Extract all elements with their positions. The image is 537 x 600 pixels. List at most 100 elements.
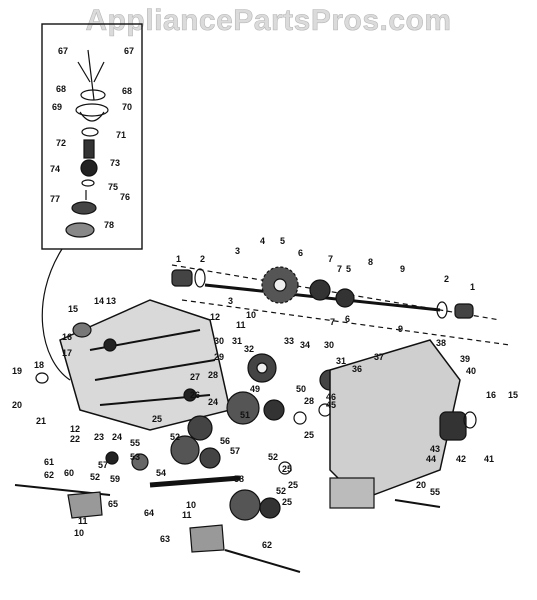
callout-center-57a: 57 (230, 446, 240, 456)
callout-75: 75 (108, 182, 118, 192)
callout-right-42: 42 (456, 454, 466, 464)
callout-shaft-3b: 3 (228, 296, 233, 306)
lower-bracket (189, 524, 225, 553)
lower-output-shaft (224, 549, 301, 573)
callout-right-40: 40 (466, 366, 476, 376)
callout-73: 73 (110, 158, 120, 168)
callout-center-49: 49 (250, 384, 260, 394)
callout-right-38: 38 (436, 338, 446, 348)
callout-shaft-6b: 6 (345, 314, 350, 324)
callout-center-62a: 62 (262, 540, 272, 550)
callout-center-34: 34 (300, 340, 310, 350)
callout-center-24a: 24 (208, 397, 218, 407)
callout-74: 74 (50, 164, 60, 174)
callout-center-24b: 24 (112, 432, 122, 442)
callout-shaft-7c: 7 (330, 317, 335, 327)
callout-left-18: 18 (34, 360, 44, 370)
center-gear-cluster (105, 353, 341, 521)
callout-center-64: 64 (144, 508, 154, 518)
callout-center-25a: 25 (152, 414, 162, 424)
callout-center-52c: 52 (90, 472, 100, 482)
callout-67b: 67 (124, 46, 134, 56)
callout-left-15: 15 (68, 304, 78, 314)
callout-right-44: 44 (426, 454, 436, 464)
callout-left-20: 20 (12, 400, 22, 410)
inset-frame (41, 23, 143, 250)
right-transmission-case (329, 339, 477, 509)
callout-center-54: 54 (156, 468, 166, 478)
callout-center-11b: 11 (78, 516, 88, 526)
callout-center-28a: 28 (208, 370, 218, 380)
callout-left-13: 13 (106, 296, 116, 306)
left-transmission-case (35, 299, 231, 431)
callout-shaft-9a: 9 (400, 264, 405, 274)
callout-center-55: 55 (130, 438, 140, 448)
callout-center-32: 32 (244, 344, 254, 354)
callout-center-36: 36 (352, 364, 362, 374)
callout-center-58: 58 (234, 474, 244, 484)
callout-shaft-9b: 9 (398, 324, 403, 334)
callout-center-59: 59 (110, 474, 120, 484)
callout-right-41: 41 (484, 454, 494, 464)
callout-left-14: 14 (94, 296, 104, 306)
callout-center-53: 53 (130, 452, 140, 462)
callout-center-52d: 52 (276, 486, 286, 496)
callout-center-52a: 52 (170, 432, 180, 442)
callout-left-12b: 12 (70, 424, 80, 434)
callout-center-63: 63 (160, 534, 170, 544)
callout-77: 77 (50, 194, 60, 204)
callout-shaft-1b: 1 (470, 282, 475, 292)
callout-left-22: 22 (70, 434, 80, 444)
callout-center-50: 50 (296, 384, 306, 394)
callout-right-37: 37 (374, 352, 384, 362)
callout-shaft-2b: 2 (444, 274, 449, 284)
callout-left-23: 23 (94, 432, 104, 442)
callout-center-26: 26 (190, 390, 200, 400)
callout-left-16: 16 (62, 332, 72, 342)
callout-center-10b: 10 (74, 528, 84, 538)
callout-center-29: 29 (214, 352, 224, 362)
callout-68a: 68 (56, 84, 66, 94)
callout-right-15: 15 (508, 390, 518, 400)
callout-center-56: 56 (220, 436, 230, 446)
callout-center-46: 46 (326, 392, 336, 402)
callout-right-16: 16 (486, 390, 496, 400)
callout-78: 78 (104, 220, 114, 230)
callout-shaft-10: 10 (246, 310, 256, 320)
callout-center-62b: 62 (44, 470, 54, 480)
upper-shaft-assembly (171, 264, 511, 346)
callout-center-25b: 25 (304, 430, 314, 440)
callout-center-25e: 25 (288, 480, 298, 490)
callout-center-25d: 25 (282, 497, 292, 507)
callout-center-28b: 28 (304, 396, 314, 406)
callout-center-52b: 52 (268, 452, 278, 462)
callout-70: 70 (122, 102, 132, 112)
callout-labels: 67 67 68 68 69 70 71 72 73 74 75 76 77 7… (12, 46, 518, 550)
callout-shaft-7b: 7 (337, 264, 342, 274)
left-bracket (67, 491, 103, 519)
callout-center-30b: 30 (324, 340, 334, 350)
callout-center-25c: 25 (282, 464, 292, 474)
callout-center-33: 33 (284, 336, 294, 346)
callout-shaft-5a: 5 (280, 236, 285, 246)
inset-leader-line (41, 248, 71, 381)
callout-center-51: 51 (240, 410, 250, 420)
callout-center-31a: 31 (232, 336, 242, 346)
callout-left-12a: 12 (210, 312, 220, 322)
callout-shaft-1a: 1 (176, 254, 181, 264)
callout-left-17: 17 (62, 348, 72, 358)
callout-center-57b: 57 (98, 460, 108, 470)
callout-shaft-2a: 2 (200, 254, 205, 264)
callout-left-19: 19 (12, 366, 22, 376)
callout-center-11a: 11 (182, 510, 192, 520)
callout-center-61: 61 (44, 457, 54, 467)
callout-shaft-5b: 5 (346, 264, 351, 274)
callout-69: 69 (52, 102, 62, 112)
callout-76: 76 (120, 192, 130, 202)
callout-71: 71 (116, 130, 126, 140)
callout-right-55: 55 (430, 487, 440, 497)
inset-parts (65, 49, 109, 238)
callout-left-21: 21 (36, 416, 46, 426)
callout-center-60: 60 (64, 468, 74, 478)
